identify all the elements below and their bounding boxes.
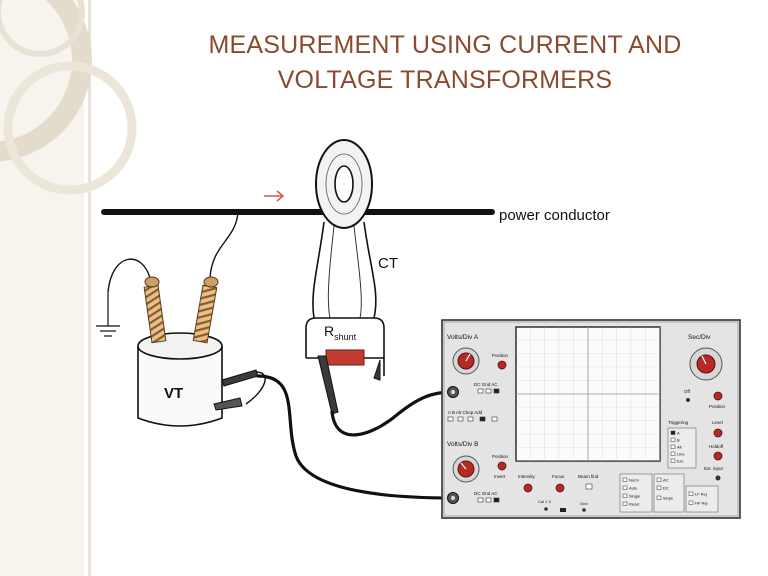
intensity-label: Intensity bbox=[518, 474, 536, 479]
volts-div-b-label: Volts/Div B bbox=[447, 441, 478, 448]
trigger-source-panel[interactable]: A B Alt Line Ext. bbox=[667, 427, 697, 469]
coupling-b-label: DC Gnd AC bbox=[474, 491, 498, 496]
level-label: Level bbox=[712, 420, 723, 425]
voltage-transformer bbox=[137, 276, 223, 427]
sweep-mode-single: Single bbox=[629, 494, 641, 499]
focus-knob[interactable] bbox=[555, 483, 565, 493]
ground-symbol bbox=[96, 292, 120, 337]
horizontal-position-label: Position bbox=[709, 404, 726, 409]
volts-div-a-label: Volts/Div A bbox=[447, 334, 479, 341]
focus-label: Focus bbox=[552, 474, 565, 479]
trigger-slope: Slope bbox=[663, 496, 674, 501]
vt-primary-wire-1 bbox=[107, 258, 151, 293]
ground-terminal[interactable] bbox=[582, 508, 586, 512]
ext-input-label: Ext. input bbox=[704, 466, 724, 471]
current-transformer bbox=[312, 139, 377, 319]
holdoff-label: Holdoff bbox=[709, 444, 724, 449]
channel-b-input-jack[interactable] bbox=[447, 492, 459, 504]
ext-input-jack[interactable] bbox=[715, 475, 721, 481]
beam-find-label: Beam find bbox=[578, 474, 599, 479]
sweep-mode-panel[interactable]: Norm Auto Single Reset bbox=[619, 473, 653, 513]
position-a-knob[interactable] bbox=[497, 360, 507, 370]
vt-primary-wire-2 bbox=[209, 211, 239, 279]
channel-a-probe-cable bbox=[330, 390, 454, 437]
coupling-a-label: DC Gnd AC bbox=[474, 382, 498, 387]
position-b-knob[interactable] bbox=[497, 461, 507, 471]
vt-probe-clips bbox=[213, 369, 266, 411]
power-conductor-label: power conductor bbox=[499, 207, 610, 224]
theme-ring-large bbox=[0, 0, 92, 162]
ct-probe-clips bbox=[317, 355, 381, 415]
shunt-label: Rshunt bbox=[324, 323, 357, 342]
sec-div-label: Sec/Div bbox=[688, 334, 711, 341]
trigger-source-ext: Ext. bbox=[677, 459, 684, 464]
ground-terminal-label: Gnd bbox=[580, 501, 588, 506]
slide-title-line-1: MEASUREMENT USING CURRENT AND bbox=[208, 31, 682, 59]
trigger-source-alt: Alt bbox=[677, 445, 683, 450]
trigger-coupling-ac: AC bbox=[663, 478, 669, 483]
calibration-label: Cal 1 V bbox=[538, 499, 551, 504]
current-direction-arrow bbox=[264, 190, 285, 202]
theme-ring-small bbox=[0, 0, 85, 57]
theme-divider-line bbox=[88, 0, 91, 576]
trigger-source-b: B bbox=[677, 438, 680, 443]
trigger-coupling-dc: DC bbox=[663, 486, 669, 491]
holdoff-knob[interactable] bbox=[713, 451, 723, 461]
position-b-label: Position bbox=[492, 454, 509, 459]
vt-label: VT bbox=[164, 385, 183, 402]
coupling-b-switch[interactable] bbox=[477, 497, 500, 503]
trigger-source-a: A bbox=[677, 431, 680, 436]
sweep-mode-norm: Norm bbox=[629, 478, 639, 483]
invert-label: Invert bbox=[494, 474, 506, 479]
coupling-a-switch[interactable] bbox=[477, 388, 500, 394]
oscilloscope: Volts/Div A Position DC Gnd AC A B Alt C… bbox=[441, 319, 741, 519]
channel-mode-label: A B Alt Chop Add bbox=[448, 410, 483, 415]
filter-hf-reject: HF Rej bbox=[695, 501, 708, 506]
intensity-knob[interactable] bbox=[523, 483, 533, 493]
channel-b-probe-cable bbox=[256, 374, 454, 500]
slide-title: MEASUREMENT USING CURRENT AND VOLTAGE TR… bbox=[150, 28, 740, 98]
trigger-source-line: Line bbox=[677, 452, 685, 457]
sweep-mode-reset: Reset bbox=[629, 502, 640, 507]
theme-ring-medium bbox=[3, 61, 137, 195]
level-knob[interactable] bbox=[713, 428, 723, 438]
position-a-label: Position bbox=[492, 353, 509, 358]
off-label: Off bbox=[684, 389, 691, 394]
sweep-mode-auto: Auto bbox=[629, 486, 638, 491]
channel-mode-buttons[interactable] bbox=[447, 416, 498, 422]
slide-title-line-2: VOLTAGE TRANSFORMERS bbox=[277, 66, 613, 94]
calibration-terminal[interactable] bbox=[544, 507, 548, 511]
off-switch[interactable] bbox=[686, 398, 690, 402]
ground-terminal-clip bbox=[560, 508, 566, 512]
triggering-label: Triggering bbox=[668, 420, 689, 425]
trigger-coupling-panel[interactable]: AC DC Slope bbox=[653, 473, 685, 513]
horizontal-position-knob[interactable] bbox=[713, 391, 723, 401]
trigger-filter-panel[interactable]: LF Rej HF Rej bbox=[685, 485, 719, 513]
shunt-resistor bbox=[305, 317, 385, 376]
filter-lf-reject: LF Rej bbox=[695, 492, 707, 497]
beam-find-button[interactable] bbox=[585, 483, 593, 490]
ct-label: CT bbox=[378, 255, 398, 272]
channel-a-input-jack[interactable] bbox=[447, 386, 459, 398]
